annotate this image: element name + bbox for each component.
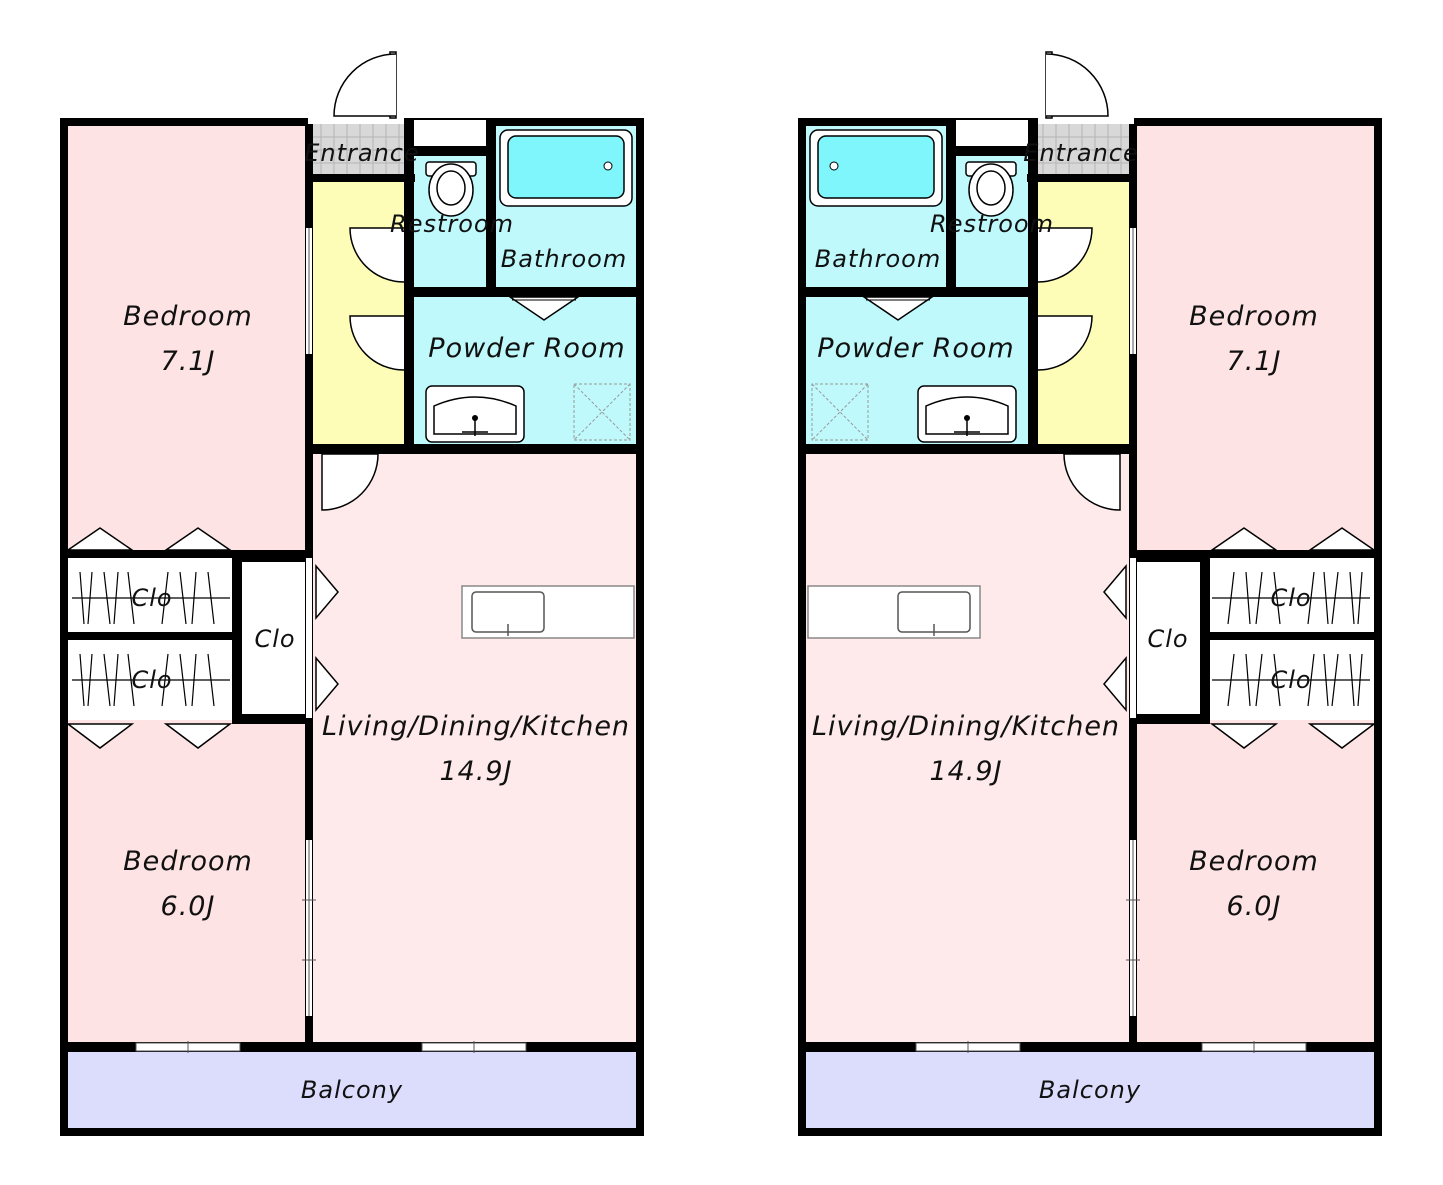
restroom-label: Restroom xyxy=(390,210,514,238)
restroom-label: Restroom xyxy=(930,210,1054,238)
entrance-label: Entrance xyxy=(1023,139,1139,167)
closet-mid-label: Clo xyxy=(1147,625,1188,653)
ldk-size: 14.9J xyxy=(439,756,512,787)
powder-room-label: Powder Room xyxy=(817,333,1014,364)
bedroom-bottom-size: 6.0J xyxy=(1227,891,1282,922)
closet-mid-label: Clo xyxy=(254,625,295,653)
bathroom-label: Bathroom xyxy=(501,245,627,273)
bedroom-top-label: Bedroom xyxy=(1189,301,1319,332)
ldk-label: Living/Dining/Kitchen xyxy=(812,711,1120,742)
floor-plan-right: Entrance Restroom Bathroom Powder Room B… xyxy=(797,51,1383,1137)
closet-lower-label: Clo xyxy=(131,666,172,694)
balcony-label: Balcony xyxy=(301,1076,403,1104)
bedroom-top-size: 7.1J xyxy=(161,346,216,377)
bedroom-bottom-label: Bedroom xyxy=(123,846,253,877)
bedroom-bottom-label: Bedroom xyxy=(1189,846,1319,877)
closet-lower-label: Clo xyxy=(1270,666,1311,694)
closet-upper-label: Clo xyxy=(131,584,172,612)
entrance-label: Entrance xyxy=(304,139,420,167)
ldk-label: Living/Dining/Kitchen xyxy=(322,711,630,742)
bedroom-top-label: Bedroom xyxy=(123,301,253,332)
floor-plan-left: Entrance Restroom Bathroom Powder Room B… xyxy=(59,51,645,1137)
ldk-size: 14.9J xyxy=(929,756,1002,787)
bedroom-bottom-size: 6.0J xyxy=(161,891,216,922)
bedroom-top-size: 7.1J xyxy=(1227,346,1282,377)
closet-upper-label: Clo xyxy=(1270,584,1311,612)
balcony-label: Balcony xyxy=(1039,1076,1141,1104)
bathroom-label: Bathroom xyxy=(815,245,941,273)
powder-room-label: Powder Room xyxy=(428,333,625,364)
